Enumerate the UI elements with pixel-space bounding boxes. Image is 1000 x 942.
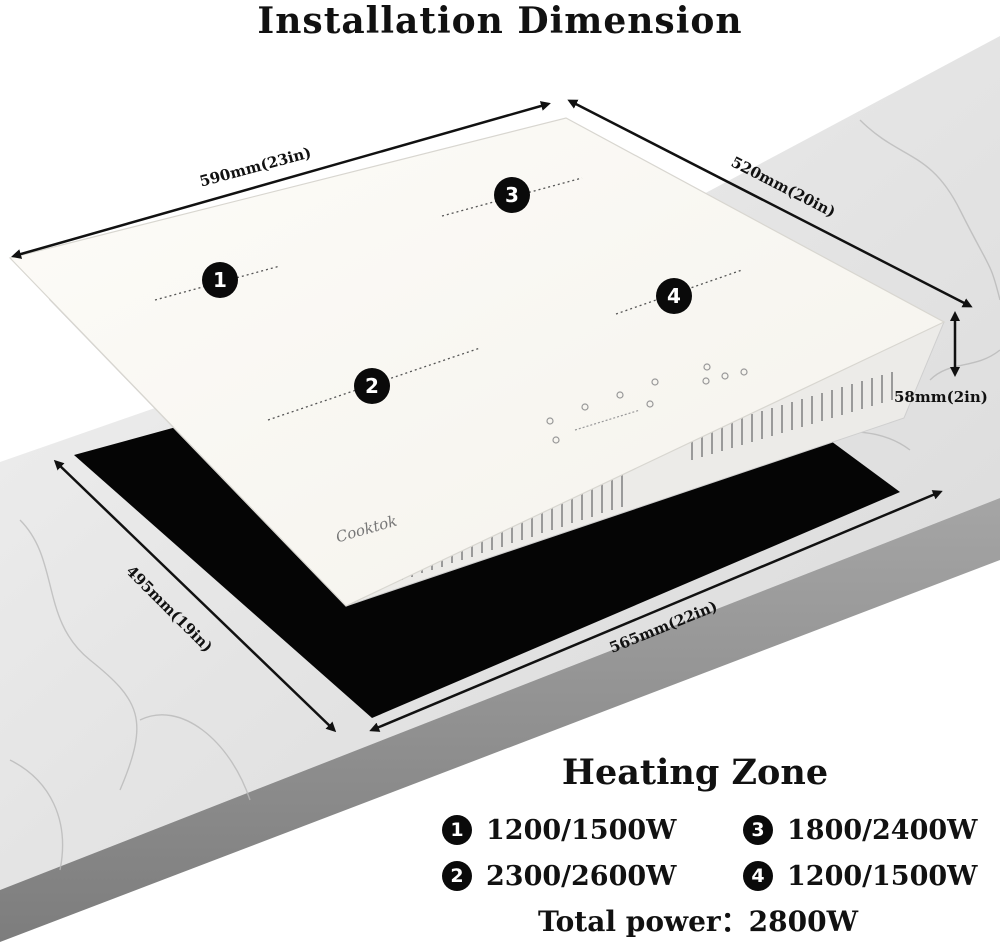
- zone-number: 3: [743, 815, 773, 845]
- hob-height-label: 58mm(2in): [894, 388, 988, 406]
- total-power: Total power：2800W: [538, 905, 859, 938]
- zone-badge-4: 4: [656, 278, 692, 314]
- zone-power: 1200/1500W: [787, 860, 978, 892]
- heating-zone-2: 2 2300/2600W: [442, 858, 676, 894]
- zone-number: 2: [442, 861, 472, 891]
- zone-badge-1: 1: [202, 262, 238, 298]
- zone-badge-2: 2: [354, 368, 390, 404]
- heating-zone-3: 3 1800/2400W: [743, 812, 977, 848]
- double-arrow-icon: [11, 99, 973, 733]
- zone-power: 1200/1500W: [486, 814, 677, 846]
- zone-badge-3: 3: [494, 177, 530, 213]
- page-title: Installation Dimension: [257, 0, 743, 42]
- zone-power: 1800/2400W: [787, 814, 978, 846]
- heating-zone-title: Heating Zone: [561, 752, 829, 793]
- touch-control-icon: [546, 363, 748, 444]
- zone-number: 4: [743, 861, 773, 891]
- zone-number: 1: [442, 815, 472, 845]
- heating-zone-1: 1 1200/1500W: [442, 812, 676, 848]
- zone-power: 2300/2600W: [486, 860, 677, 892]
- heating-zone-4: 4 1200/1500W: [743, 858, 977, 894]
